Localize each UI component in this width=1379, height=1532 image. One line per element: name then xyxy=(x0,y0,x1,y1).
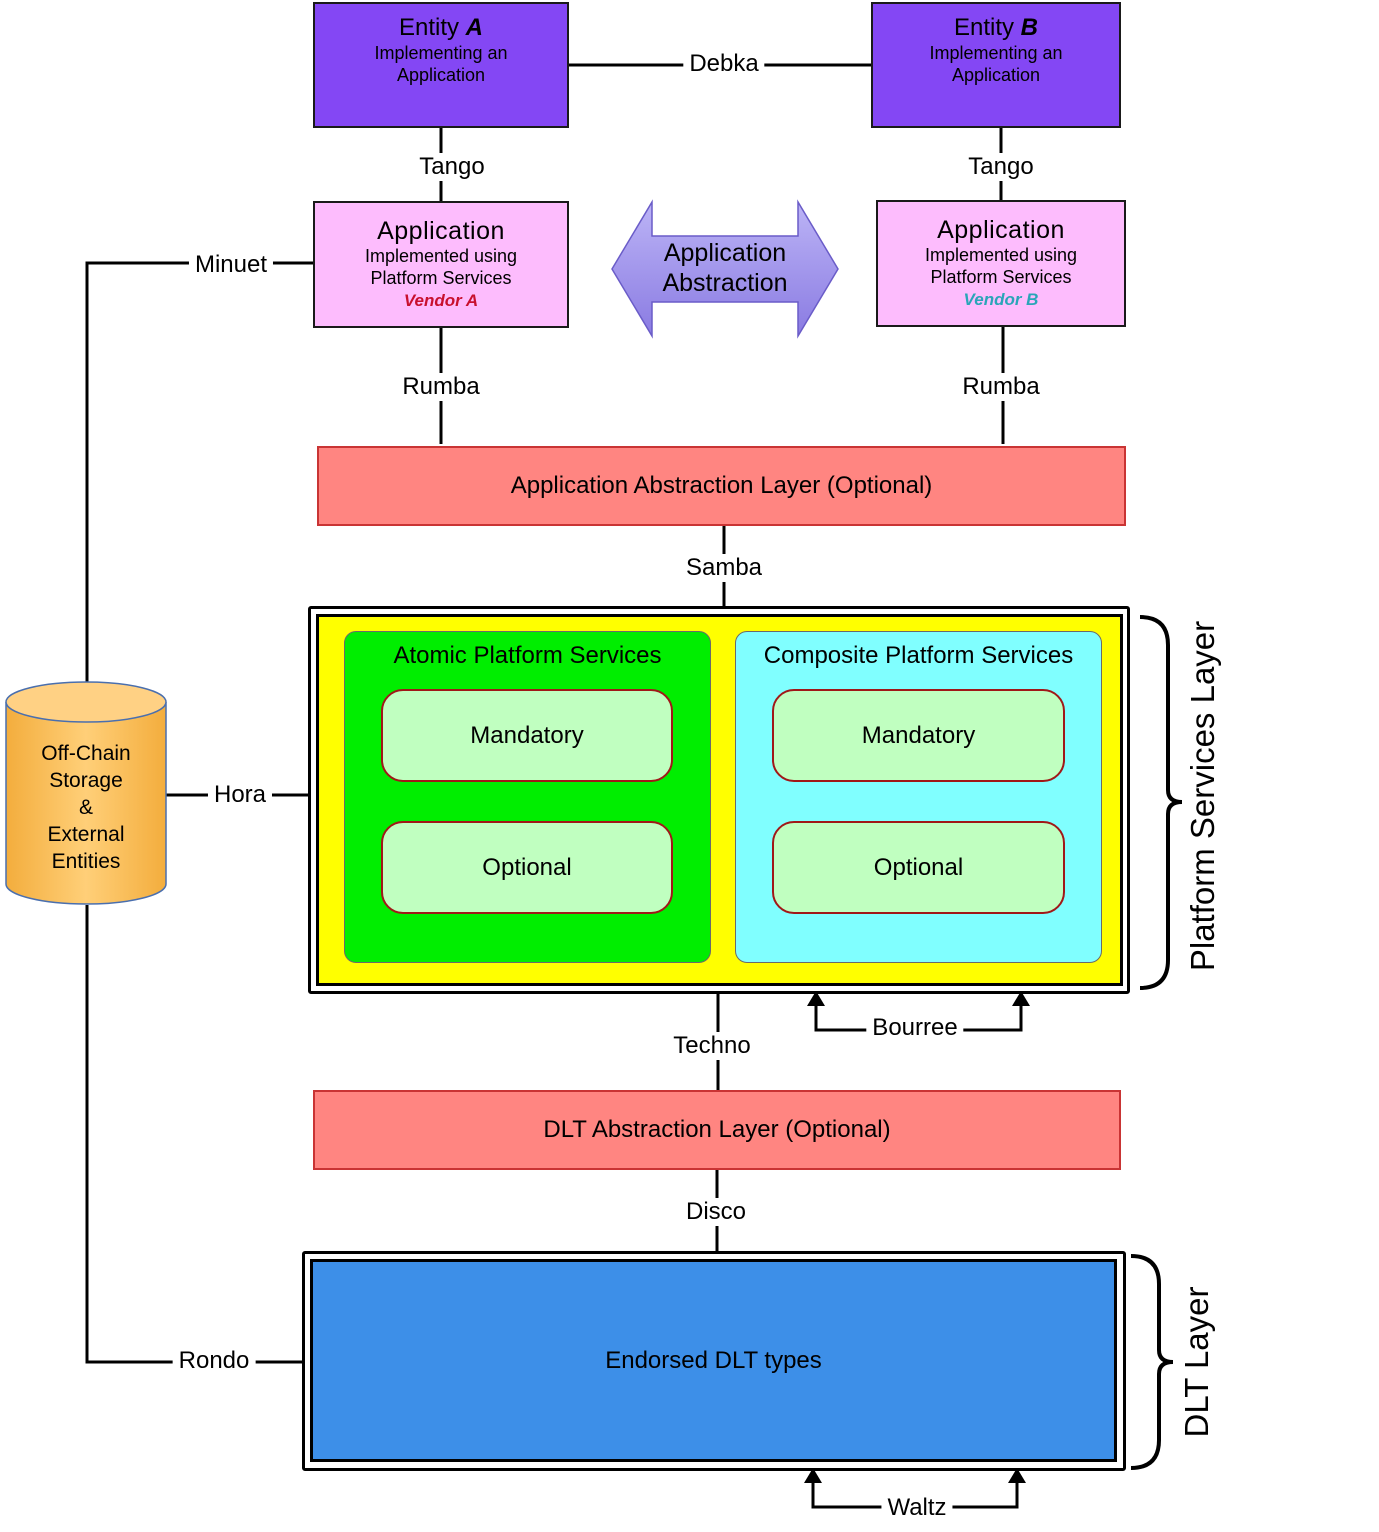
application-abstraction-arrow xyxy=(611,199,839,339)
samba-label: Samba xyxy=(679,554,769,582)
entity-b-letter: B xyxy=(1020,14,1039,41)
tango-a-label: Tango xyxy=(413,153,491,181)
application-b-vendor: Vendor B xyxy=(963,290,1039,309)
dlt-abstraction-layer-label: DLT Abstraction Layer (Optional) xyxy=(543,1116,891,1143)
storage-line5: Entities xyxy=(51,850,121,873)
storage-line1: Off-Chain xyxy=(41,742,131,765)
minuet-label: Minuet xyxy=(188,251,274,279)
dlt-brace xyxy=(1130,1254,1174,1470)
entity-a-letter: A xyxy=(465,14,484,41)
entity-a-box: Entity A Implementing an Application xyxy=(313,2,569,128)
waltz-arrow-left xyxy=(804,1468,822,1483)
storage-line2: Storage xyxy=(49,769,123,792)
bourree-arrow-right xyxy=(1012,991,1030,1006)
composite-platform-services-title: Composite Platform Services xyxy=(763,642,1074,669)
application-b-title: Application xyxy=(937,216,1065,244)
platform-brace xyxy=(1139,615,1183,990)
application-b-line1: Implemented using xyxy=(924,245,1078,265)
storage-cylinder xyxy=(5,681,167,905)
techno-label: Techno xyxy=(667,1032,757,1060)
minuet-connector xyxy=(85,261,313,684)
application-a-title: Application xyxy=(377,217,505,245)
entity-b-label: Entity xyxy=(953,14,1021,41)
hora-label: Hora xyxy=(207,781,273,809)
application-abstraction-layer-label: Application Abstraction Layer (Optional) xyxy=(510,472,933,499)
off-chain-storage-label: Off-Chain Storage & External Entities xyxy=(6,740,166,875)
atomic-optional-label: Optional xyxy=(482,853,572,881)
rumba-a-label: Rumba xyxy=(396,373,486,401)
storage-line4: External xyxy=(47,823,125,846)
entity-a-label: Entity xyxy=(398,14,466,41)
entity-b-box: Entity B Implementing an Application xyxy=(871,2,1121,128)
waltz-label: Waltz xyxy=(881,1494,953,1522)
composite-mandatory: Mandatory xyxy=(772,689,1065,782)
atomic-mandatory-label: Mandatory xyxy=(470,721,584,749)
application-b-line2: Platform Services xyxy=(930,267,1072,287)
application-abstraction-layer: Application Abstraction Layer (Optional) xyxy=(317,446,1126,526)
disco-label: Disco xyxy=(679,1198,753,1226)
platform-services-layer-label: Platform Services Layer xyxy=(1184,620,1221,972)
application-a-line2: Platform Services xyxy=(370,268,512,288)
bourree-arrow-left xyxy=(807,991,825,1006)
composite-optional: Optional xyxy=(772,821,1065,914)
bourree-label: Bourree xyxy=(866,1014,964,1042)
application-abstraction-line2: Abstraction xyxy=(662,269,788,297)
entity-b-line2: Application xyxy=(951,65,1041,85)
entity-a-line2: Application xyxy=(396,65,486,85)
entity-b-line1: Implementing an xyxy=(929,43,1063,63)
application-abstraction-line1: Application xyxy=(663,239,787,267)
entity-a-line1: Implementing an xyxy=(374,43,508,63)
rondo-label: Rondo xyxy=(172,1347,256,1375)
atomic-optional: Optional xyxy=(381,821,673,914)
dlt-layer-label: DLT Layer xyxy=(1178,1286,1215,1438)
dlt-abstraction-layer: DLT Abstraction Layer (Optional) xyxy=(313,1090,1121,1170)
composite-mandatory-label: Mandatory xyxy=(861,721,976,749)
application-a-box: Application Implemented using Platform S… xyxy=(313,201,569,328)
tango-b-label: Tango xyxy=(962,153,1040,181)
storage-line3: & xyxy=(78,796,93,819)
rondo-connector xyxy=(85,905,303,1364)
endorsed-dlt-types: Endorsed DLT types xyxy=(310,1259,1117,1462)
application-b-box: Application Implemented using Platform S… xyxy=(876,200,1126,327)
rumba-b-label: Rumba xyxy=(956,373,1046,401)
atomic-mandatory: Mandatory xyxy=(381,689,673,782)
debka-label: Debka xyxy=(683,50,765,78)
waltz-arrow-right xyxy=(1008,1468,1026,1483)
application-abstraction-label: Application Abstraction xyxy=(640,238,810,298)
application-a-line1: Implemented using xyxy=(364,246,518,266)
atomic-platform-services-title: Atomic Platform Services xyxy=(393,642,662,669)
composite-optional-label: Optional xyxy=(873,853,964,881)
endorsed-dlt-types-label: Endorsed DLT types xyxy=(605,1346,822,1374)
application-a-vendor: Vendor A xyxy=(403,291,479,310)
